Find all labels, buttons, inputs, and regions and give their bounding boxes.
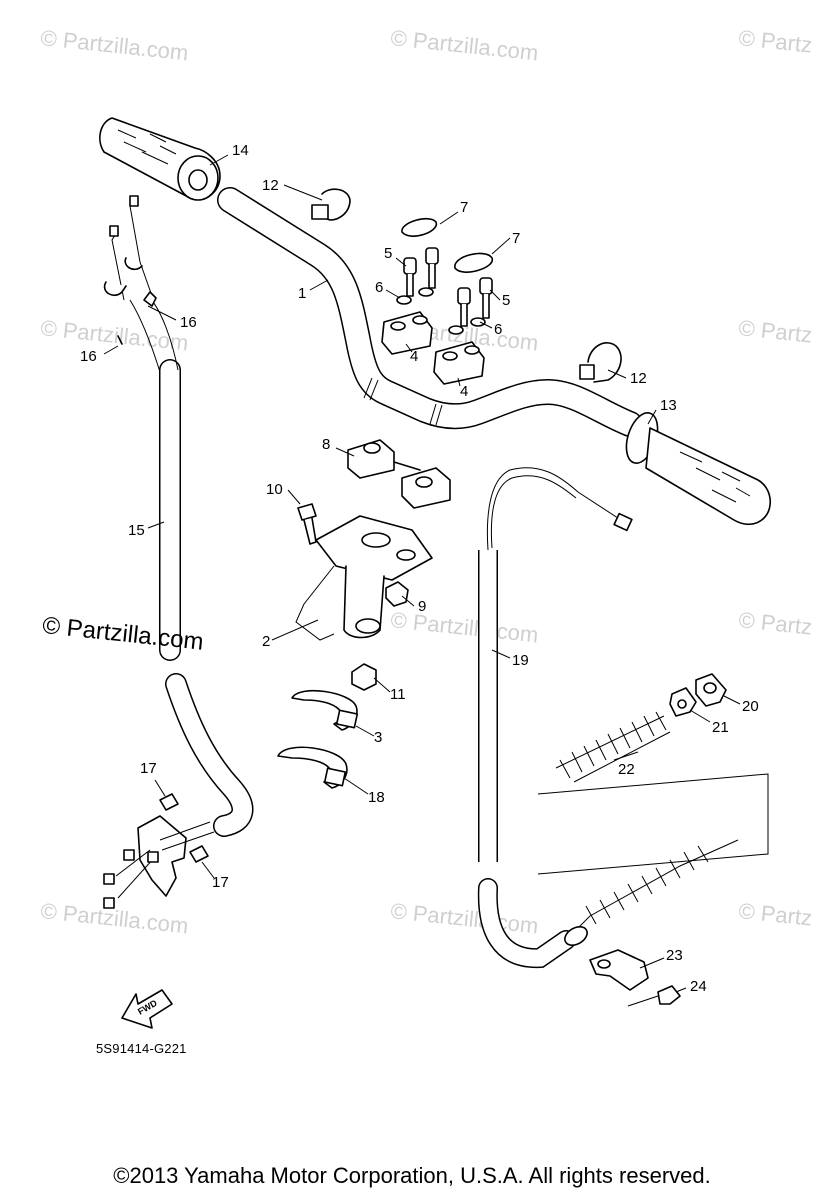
- callout-6a: 6: [375, 279, 383, 296]
- callout-18: 18: [368, 789, 385, 806]
- lower-handlebar-holder: [347, 439, 451, 509]
- callout-7a: 7: [460, 199, 468, 216]
- callout-1: 1: [298, 285, 306, 302]
- callout-5b: 5: [502, 292, 510, 309]
- throttle-cable: [103, 195, 254, 837]
- nut-11: [351, 663, 377, 691]
- holder-bolts: [403, 247, 493, 327]
- upper-handlebar-holder-a: [381, 311, 433, 355]
- handlebar: [217, 187, 643, 437]
- holder-washers: [396, 287, 486, 335]
- callout-22: 22: [618, 761, 635, 778]
- callout-4a: 4: [410, 348, 418, 365]
- spring-22: [555, 711, 671, 783]
- callout-7b: 7: [512, 230, 520, 247]
- diagram-code: 5S91414-G221: [96, 1041, 187, 1056]
- left-grip: [99, 117, 221, 201]
- callout-12b: 12: [630, 370, 647, 387]
- callout-20: 20: [742, 698, 759, 715]
- brake-cable: [477, 467, 633, 969]
- callout-24: 24: [690, 978, 707, 995]
- adjuster-nut-20: [695, 673, 727, 707]
- forward-arrow-icon: FWD: [121, 989, 173, 1029]
- throttle-lever: [103, 793, 215, 909]
- callout-12a: 12: [262, 177, 279, 194]
- holder-caps: [401, 217, 493, 273]
- watermark: © Partzilla.com: [39, 315, 189, 355]
- callout-13: 13: [660, 397, 677, 414]
- callout-8: 8: [322, 436, 330, 453]
- callout-16a: 16: [180, 314, 197, 331]
- callout-2: 2: [262, 633, 270, 650]
- bracket-23: [589, 949, 649, 991]
- band-18: [277, 746, 348, 789]
- callout-6b: 6: [494, 321, 502, 338]
- callout-17a: 17: [140, 760, 157, 777]
- watermark: © Partz: [737, 315, 813, 348]
- watermark: © Partz: [737, 25, 813, 58]
- cable-clamp-12-left: [311, 188, 351, 221]
- steering-column: [295, 515, 433, 641]
- callout-21: 21: [712, 719, 729, 736]
- callout-14: 14: [232, 142, 249, 159]
- callout-19: 19: [512, 652, 529, 669]
- upper-handlebar-holder-b: [433, 341, 485, 385]
- band-3: [291, 689, 359, 731]
- leader-lines: [103, 154, 741, 993]
- right-grip: [625, 412, 771, 526]
- watermark: © Partzilla.com: [389, 607, 539, 647]
- cable-clamp-12-right: [579, 342, 622, 383]
- callout-labels: 1 2 3 4 4 5 5 6 6 7 7 8 9 10 11 12 12 13…: [80, 142, 759, 995]
- watermark: © Partz: [737, 898, 813, 931]
- copyright-footer: ©2013 Yamaha Motor Corporation, U.S.A. A…: [113, 1163, 711, 1188]
- nut-9: [385, 581, 409, 607]
- watermark: © Partzilla.com: [389, 25, 539, 65]
- watermark: © Partzilla.com: [389, 898, 539, 938]
- callout-5a: 5: [384, 245, 392, 262]
- spacer-21: [669, 687, 697, 717]
- brake-adjuster-cable: [537, 773, 769, 946]
- watermark: © Partzilla.com: [39, 25, 189, 65]
- bolt-10: [297, 503, 317, 545]
- callout-4b: 4: [460, 383, 468, 400]
- callout-3: 3: [374, 729, 382, 746]
- callout-17b: 17: [212, 874, 229, 891]
- bolt-24: [627, 985, 681, 1007]
- callout-10: 10: [266, 481, 283, 498]
- callout-15: 15: [128, 522, 145, 539]
- callout-23: 23: [666, 947, 683, 964]
- callout-11: 11: [390, 686, 406, 703]
- callout-9: 9: [418, 598, 426, 615]
- callout-16b: 16: [80, 348, 97, 365]
- watermark: © Partz: [737, 607, 813, 640]
